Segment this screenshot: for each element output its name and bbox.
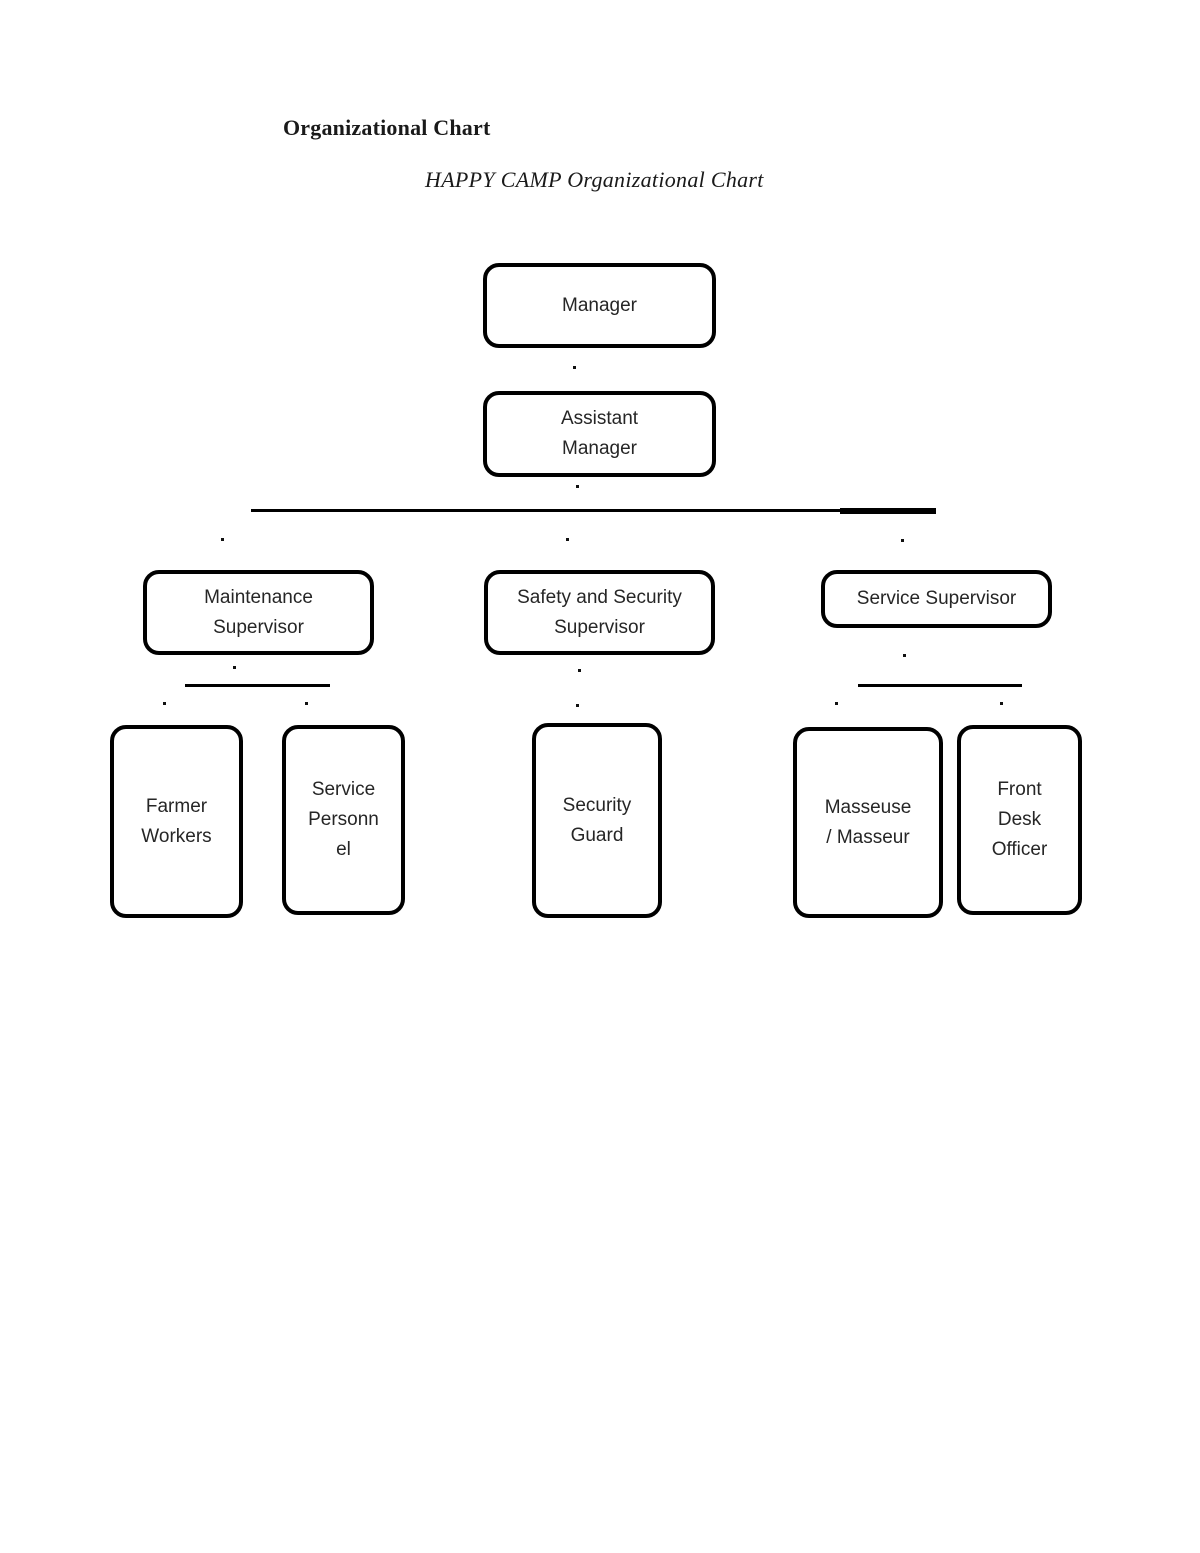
connector-line-service-children [858,684,1022,687]
connector-dot-line-to-safety [566,538,569,541]
node-security-guard-label: Security Guard [562,794,632,846]
connector-dot-line-to-service [901,539,904,542]
connector-dot-service-to-line [903,654,906,657]
connector-dot-safety-to-guard-lower [576,704,579,707]
connector-line-maintenance-children [185,684,330,687]
node-service-supervisor-label: Service Supervisor [856,588,1017,609]
node-masseuse-masseur-label: Masseuse / Masseur [824,796,912,848]
node-safety-security-supervisor: Safety and Security Supervisor [484,570,715,655]
node-safety-security-supervisor-label: Safety and Security Supervisor [517,586,682,638]
node-manager-label: Manager [562,294,637,316]
node-security-guard: Security Guard [532,723,662,918]
node-farmer-workers: Farmer Workers [110,725,243,918]
connector-dot-line-to-masseuse [835,702,838,705]
connector-dot-manager-assistant [573,366,576,369]
connector-dot-safety-to-guard-upper [578,669,581,672]
node-assistant-manager-label: Assistant Manager [560,408,639,459]
connector-dot-line-to-farmer-workers [163,702,166,705]
node-manager: Manager [483,263,716,348]
node-masseuse-masseur: Masseuse / Masseur [793,727,943,918]
connector-line-supervisors [251,509,840,512]
connector-dot-line-to-service-personnel [305,702,308,705]
node-service-personnel-label: Service Personn el [308,779,379,860]
node-service-personnel: Service Personn el [282,725,405,915]
connector-dot-assistant-to-line [576,485,579,488]
node-service-supervisor: Service Supervisor [821,570,1052,628]
node-front-desk-officer-label: Front Desk Officer [991,779,1048,860]
document-heading: Organizational Chart [283,115,491,140]
node-maintenance-supervisor: Maintenance Supervisor [143,570,374,655]
connector-dot-line-to-maintenance [221,538,224,541]
node-farmer-workers-label: Farmer Workers [141,795,212,847]
node-front-desk-officer: Front Desk Officer [957,725,1082,915]
connector-dot-line-to-front-desk [1000,702,1003,705]
chart-title: HAPPY CAMP Organizational Chart [425,167,764,192]
node-assistant-manager: Assistant Manager [483,391,716,477]
connector-dot-maintenance-to-line [233,666,236,669]
node-maintenance-supervisor-label: Maintenance Supervisor [204,586,313,638]
connector-line-supervisors-right-segment [840,508,936,514]
